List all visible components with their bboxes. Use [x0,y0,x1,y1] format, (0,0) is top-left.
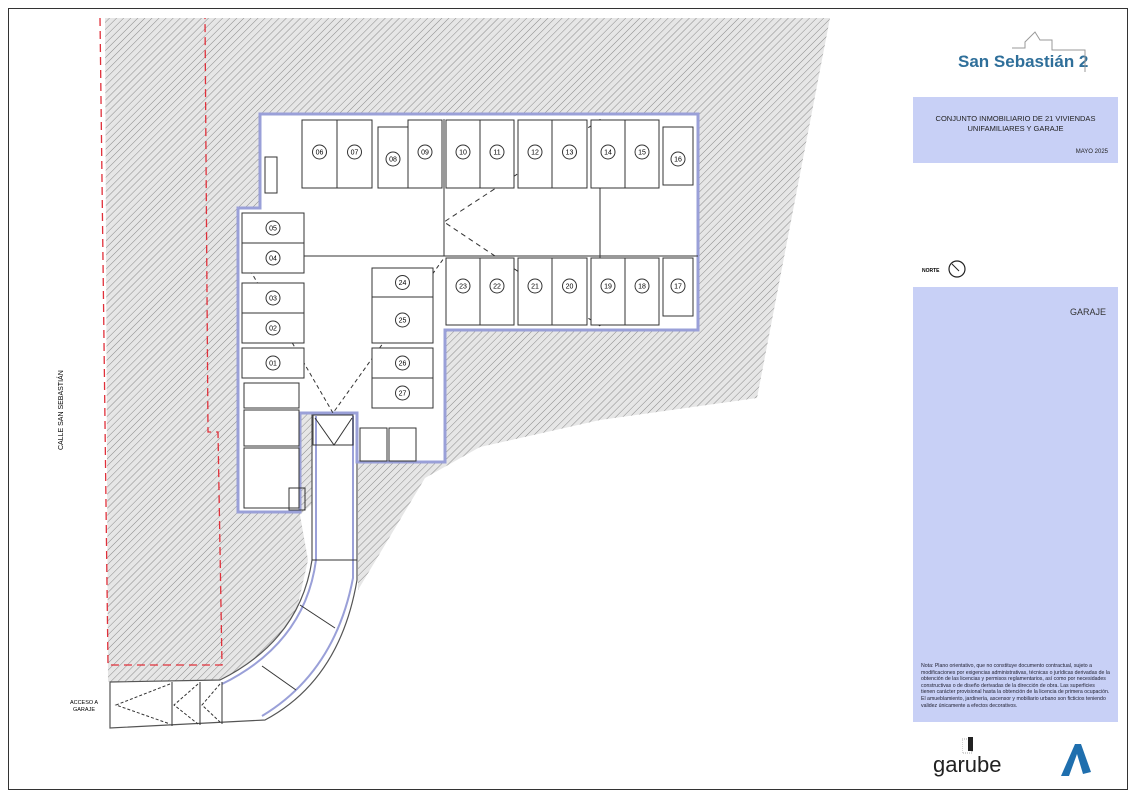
north-arrow-icon [948,260,966,278]
space-number-circle [527,144,543,160]
space-number: 18 [638,284,646,291]
space-number-circle [417,144,433,160]
space-number: 27 [399,391,407,398]
garube-logo: garube [933,752,1002,777]
space-number-circle [600,144,616,160]
space-number-circle [347,144,362,160]
access-line-2: GARAJE [72,707,95,713]
space-number: 07 [351,150,359,157]
space-number-circle [395,312,410,328]
date: MAYO 2025 [1075,149,1108,155]
space-number: 05 [269,226,277,233]
space-number-circle [562,144,577,160]
drawing-sheet [8,8,1128,790]
space-number-circle [455,278,471,294]
title-line-1: CONJUNTO INMOBILIARIO DE 21 VIVIENDAS [935,114,1096,123]
parking-space [517,257,553,326]
title-line-2: UNIFAMILIARES Y GARAJE [967,124,1064,133]
company-a-logo-icon [1061,744,1091,776]
space-number-circle [265,220,281,236]
space-number: 08 [389,157,397,164]
access-ramp [109,412,358,729]
space-number-circle [265,250,281,266]
space-number-circle [562,278,577,294]
parking-space [371,347,434,379]
space-number-circle [670,278,686,294]
space-number-circle [265,320,281,336]
space-number: 02 [269,326,277,333]
space-number: 20 [566,284,574,291]
brand-logo-text: San Sebastián 2 [958,52,1089,71]
space-number: 09 [421,150,429,157]
space-number-circle [670,151,686,167]
space-number-circle [265,290,281,306]
space-number: 15 [638,150,646,157]
parking-spaces: 01 02 03 04 05 06 07 08 09 10 11 12 13 14 15 16 17 18 19 20… [241,119,694,409]
property-boundary [99,17,223,666]
space-number: 19 [604,284,612,291]
space-number: 16 [674,157,682,164]
space-number: 22 [493,284,501,291]
space-number-circle [395,275,410,290]
garube-logo-icon [962,737,973,754]
space-number: 26 [399,361,407,368]
space-number-circle [395,385,410,401]
space-number: 03 [269,296,277,303]
space-number: 24 [399,280,407,287]
ramp-markings [114,414,357,726]
parking-space [590,257,626,326]
space-number-circle [385,151,401,167]
space-number-circle [312,144,327,160]
space-number: 17 [674,284,682,291]
space-number-circle [634,144,650,160]
section-title: GARAJE [1069,307,1106,317]
space-number: 10 [459,150,467,157]
space-number-circle [600,278,616,294]
info-panel: GARAJE Nota: Plano orientativo, que no c… [913,287,1118,722]
space-number-circle [489,144,505,160]
space-number-circle [489,278,505,294]
space-number: 25 [399,318,407,325]
street-label: CALLE SAN SEBASTIÁN [58,370,65,450]
space-number-circle [527,278,543,294]
north-label: NORTE [922,268,940,274]
space-number: 06 [316,150,324,157]
space-number: 01 [269,361,277,368]
space-number: 21 [531,284,539,291]
access-line-1: ACCESO A [69,700,99,706]
space-number-circle [634,278,650,294]
space-number: 13 [566,150,574,157]
space-number: 11 [493,150,500,157]
space-number-circle [395,355,410,371]
space-number: 23 [459,284,467,291]
space-number-circle [265,355,281,371]
space-number: 12 [531,150,539,157]
space-number: 04 [269,256,277,263]
disclaimer-note: Nota: Plano orientativo, que no constitu… [921,663,1110,709]
house-logo-icon [1012,31,1086,72]
space-number: 14 [604,150,612,157]
space-number-circle [455,144,471,160]
